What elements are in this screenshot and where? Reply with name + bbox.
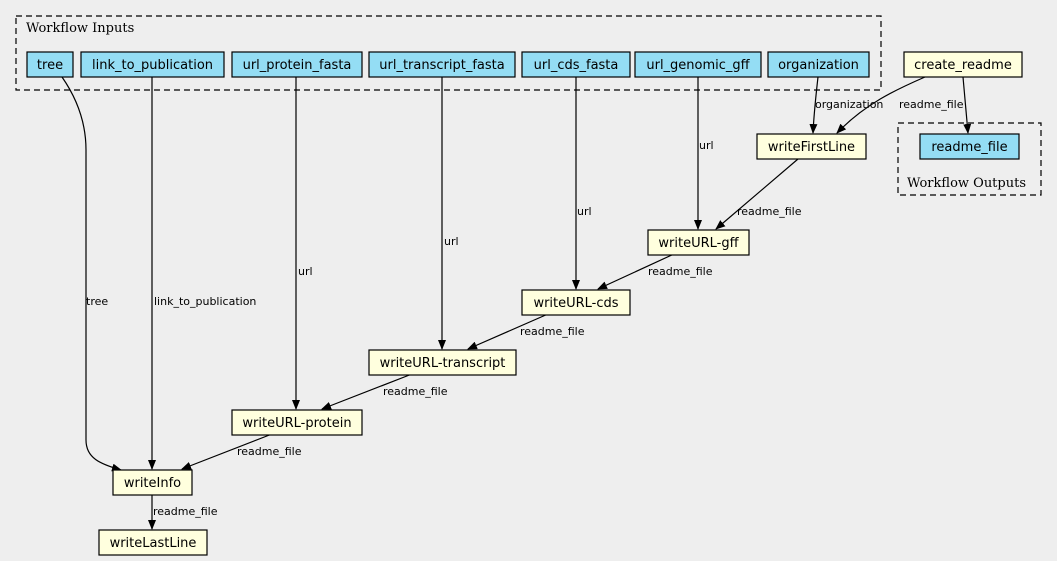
node-url-cds-fasta[interactable]: url_cds_fasta [521, 51, 631, 78]
node-url-genomic-gff[interactable]: url_genomic_gff [634, 51, 762, 78]
node-create-readme-label: create_readme [914, 58, 1012, 73]
node-write-url-transcript[interactable]: writeURL-transcript [368, 349, 517, 376]
edge-protein-to-info [181, 433, 273, 470]
node-organization-label: organization [778, 58, 859, 73]
node-write-info-label: writeInfo [124, 476, 181, 491]
edge-create-to-readme [962, 76, 972, 134]
edge-organization [809, 76, 819, 134]
node-write-first-line[interactable]: writeFirstLine [756, 133, 867, 160]
workflow-inputs-label: Workflow Inputs [26, 21, 134, 36]
edges [61, 76, 972, 530]
node-write-url-protein[interactable]: writeURL-protein [231, 409, 363, 436]
edge-labels: tree link_to_publication url url url url… [86, 98, 964, 518]
node-organization[interactable]: organization [767, 51, 870, 78]
edge-label-url-gff: url [699, 139, 714, 152]
node-link-to-publication[interactable]: link_to_publication [80, 51, 225, 78]
node-tree[interactable]: tree [26, 51, 74, 78]
edge-label-url-cds: url [577, 205, 592, 218]
workflow-outputs-cluster: Workflow Outputs [897, 122, 1042, 196]
node-write-last-line[interactable]: writeLastLine [98, 529, 208, 556]
edge-transcript-to-protein [321, 373, 413, 410]
edge-label-transcript-to-protein: readme_file [383, 385, 448, 398]
node-write-url-cds-label: writeURL-cds [533, 296, 618, 311]
edge-label-link-to-publication: link_to_publication [154, 295, 256, 308]
edge-label-url-transcript: url [444, 235, 459, 248]
node-link-to-publication-label: link_to_publication [92, 58, 213, 73]
edge-gff-to-cds [597, 253, 675, 290]
edge-label-info-to-last: readme_file [153, 505, 218, 518]
node-create-readme[interactable]: create_readme [903, 51, 1023, 78]
input-nodes: tree link_to_publication url_protein_fas… [26, 51, 870, 78]
edge-create-to-first [836, 76, 926, 134]
node-write-info[interactable]: writeInfo [112, 469, 193, 496]
edge-label-first-to-gff: readme_file [737, 205, 802, 218]
workflow-outputs-label: Workflow Outputs [907, 176, 1026, 191]
edge-tree [61, 76, 122, 472]
node-readme-file[interactable]: readme_file [919, 133, 1020, 160]
node-write-url-protein-label: writeURL-protein [242, 416, 351, 431]
node-url-cds-fasta-label: url_cds_fasta [534, 58, 619, 73]
node-readme-file-label: readme_file [931, 140, 1007, 155]
edge-label-cds-to-transcript: readme_file [520, 325, 585, 338]
edge-label-url-protein: url [298, 265, 313, 278]
node-url-transcript-fasta-label: url_transcript_fasta [379, 58, 504, 73]
node-write-url-gff-label: writeURL-gff [658, 236, 739, 251]
step-nodes: create_readme writeFirstLine writeURL-gf… [98, 51, 1023, 556]
edge-first-to-gff [715, 158, 799, 230]
edge-label-tree: tree [86, 295, 108, 308]
node-url-genomic-gff-label: url_genomic_gff [646, 58, 750, 73]
node-write-first-line-label: writeFirstLine [768, 140, 855, 155]
node-tree-label: tree [37, 58, 63, 73]
node-url-protein-fasta-label: url_protein_fasta [243, 58, 352, 73]
node-write-url-cds[interactable]: writeURL-cds [521, 289, 631, 316]
node-write-last-line-label: writeLastLine [110, 536, 197, 551]
edge-label-gff-to-cds: readme_file [648, 265, 713, 278]
node-write-url-gff[interactable]: writeURL-gff [647, 229, 750, 256]
node-url-protein-fasta[interactable]: url_protein_fasta [231, 51, 363, 78]
edge-cds-to-transcript [467, 313, 549, 350]
edge-label-create-to-first: readme_file [899, 98, 964, 111]
node-url-transcript-fasta[interactable]: url_transcript_fasta [368, 51, 516, 78]
edge-label-organization: organization [815, 98, 883, 111]
edge-label-protein-to-info: readme_file [237, 445, 302, 458]
node-write-url-transcript-label: writeURL-transcript [380, 356, 506, 371]
workflow-inputs-cluster: Workflow Inputs [15, 15, 882, 91]
